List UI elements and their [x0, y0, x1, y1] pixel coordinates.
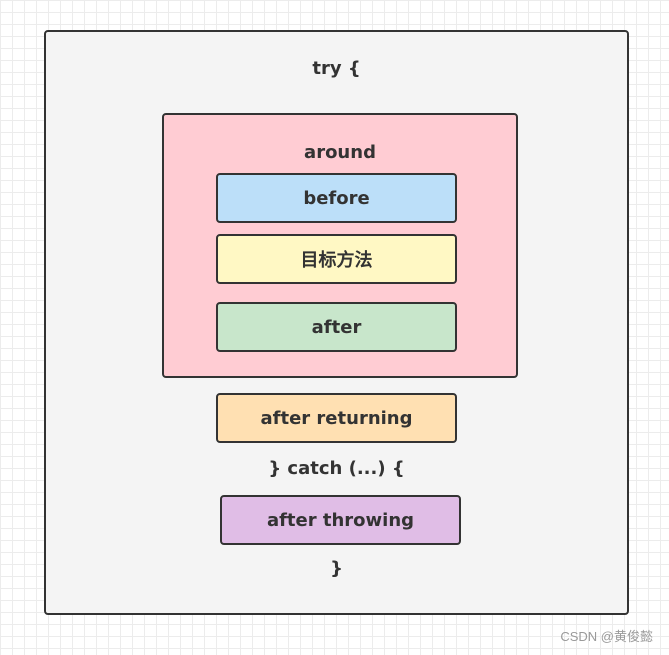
after-returning-box: after returning: [216, 393, 457, 443]
before-box: before: [216, 173, 457, 223]
catch-label: } catch (...) {: [268, 458, 405, 479]
target-method-box: 目标方法: [216, 234, 457, 284]
close-brace-label: }: [330, 558, 343, 579]
watermark: CSDN @黄俊懿: [560, 629, 653, 644]
try-open-label: try {: [312, 58, 361, 79]
around-label: around: [304, 142, 376, 163]
after-box: after: [216, 302, 457, 352]
after-throwing-box: after throwing: [220, 495, 461, 545]
